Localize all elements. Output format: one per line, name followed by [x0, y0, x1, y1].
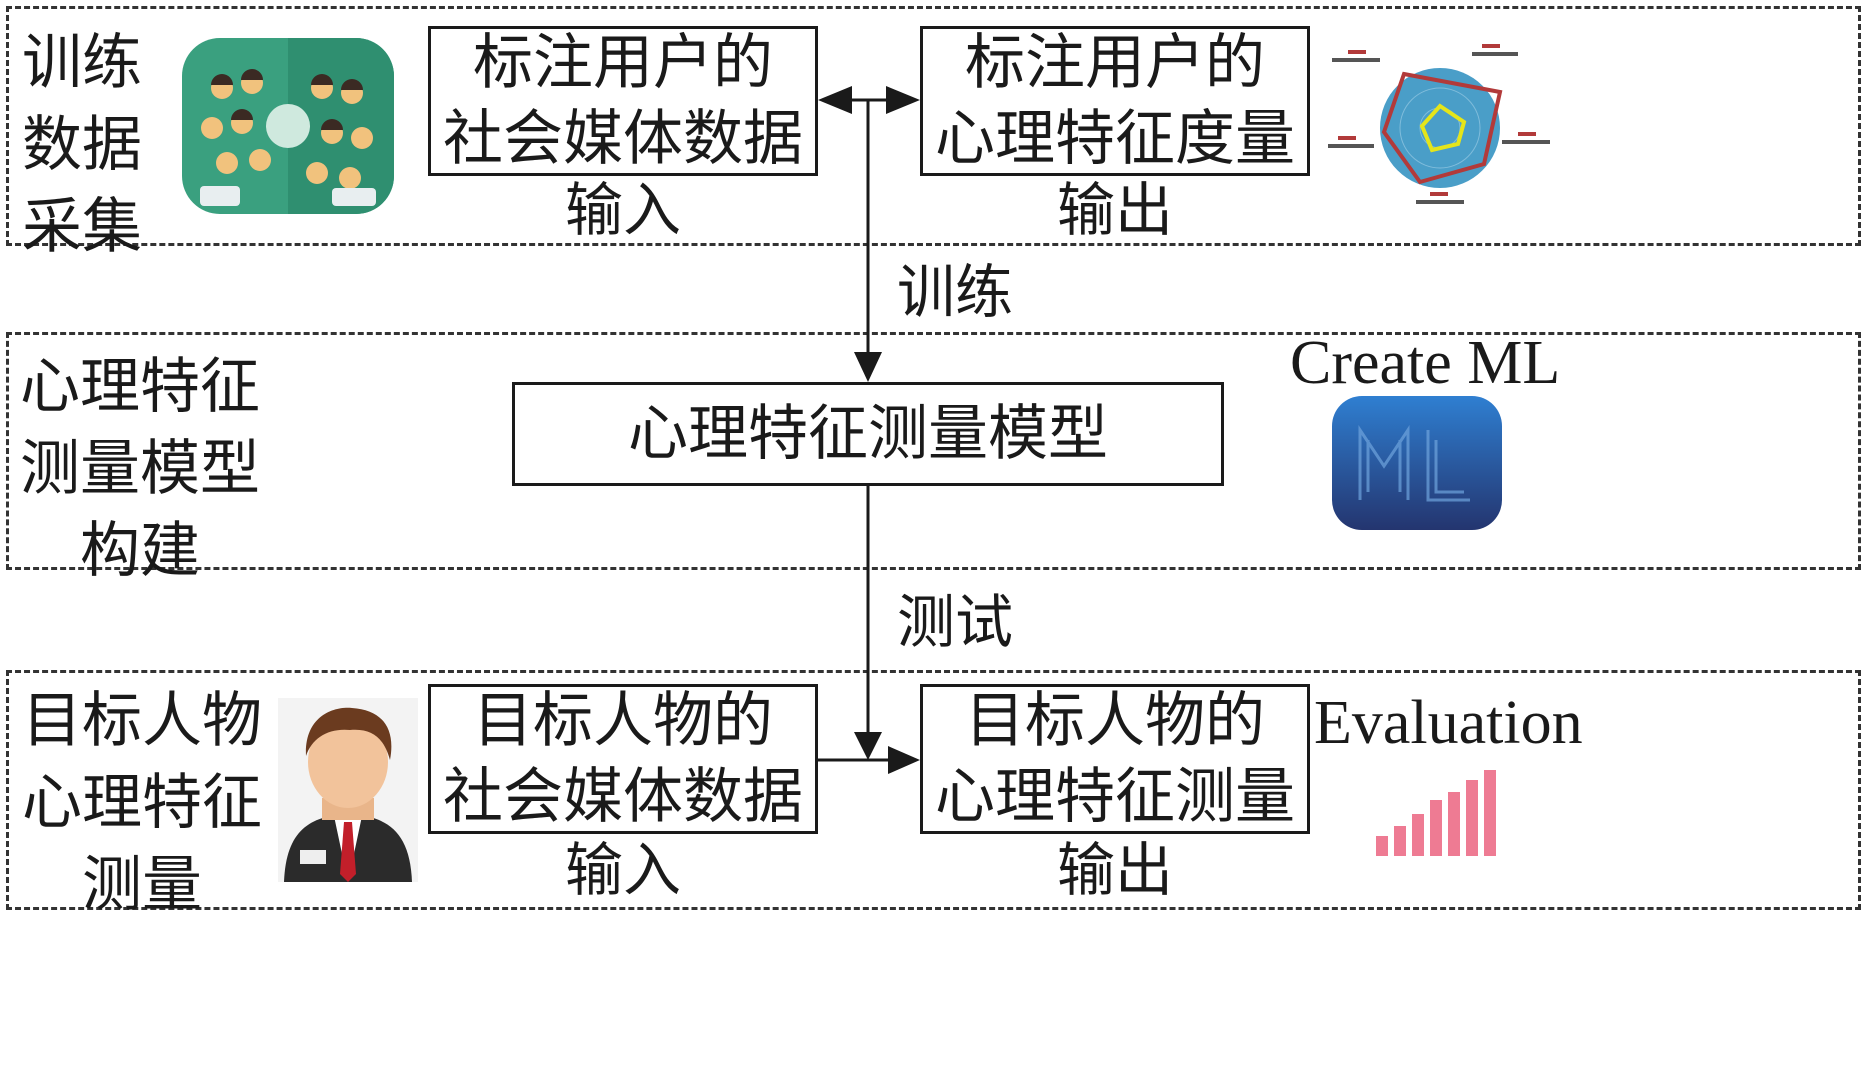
arrowhead-to-input-box: [818, 86, 852, 114]
labeled-psych-measure-box: 标注用户的 心理特征度量: [920, 26, 1310, 176]
target-social-media-box: 目标人物的 社会媒体数据: [428, 684, 818, 834]
arrowhead-to-target-output: [888, 746, 920, 774]
stage1-output-label: 输出: [1056, 176, 1173, 244]
person-avatar-icon: [278, 698, 418, 882]
train-edge-label: 训练: [896, 258, 1013, 326]
stage3-output-label: 输出: [1056, 836, 1173, 904]
evaluation-label: Evaluation: [1314, 689, 1583, 757]
target-measurement-title: 目标人物 心理特征 测量: [22, 686, 262, 920]
model-construction-section: [6, 332, 1861, 570]
stage3-input-label: 输入: [564, 836, 681, 904]
psych-measure-model-box: 心理特征测量模型: [512, 382, 1224, 486]
arrowhead-to-output-box: [886, 86, 920, 114]
model-construction-title: 心理特征 测量模型 构建: [20, 352, 260, 586]
target-psych-measure-box: 目标人物的 心理特征测量: [920, 684, 1310, 834]
create-ml-label: Create ML: [1290, 329, 1561, 397]
social-network-icon: [182, 38, 394, 214]
arrowhead-test-down: [854, 732, 882, 760]
evaluation-bar-icon: [1376, 770, 1496, 856]
labeled-social-media-box: 标注用户的 社会媒体数据: [428, 26, 818, 176]
test-edge-label: 测试: [896, 588, 1013, 656]
target-measurement-section: [6, 670, 1861, 910]
create-ml-icon: [1332, 396, 1502, 530]
stage1-input-label: 输入: [564, 176, 681, 244]
training-data-title: 训练 数据 采集: [22, 28, 142, 262]
radar-chart-icon: [1328, 44, 1550, 204]
training-data-section: [6, 6, 1861, 246]
arrowhead-to-model-box: [854, 352, 882, 382]
